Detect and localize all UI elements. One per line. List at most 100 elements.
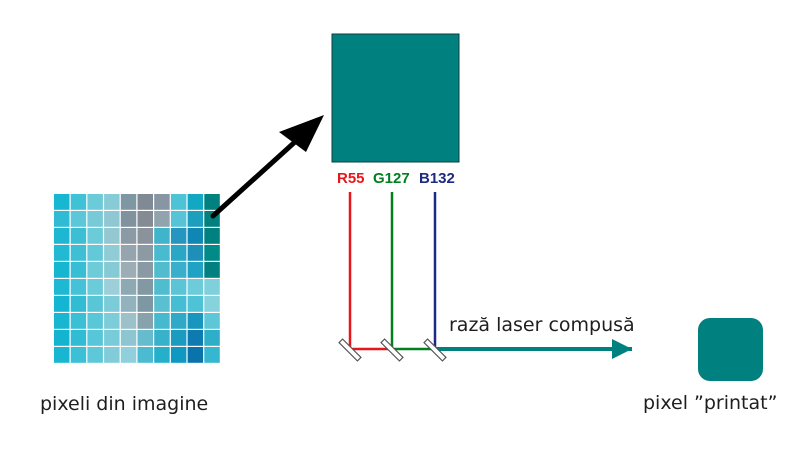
pixel-cell (187, 330, 204, 346)
pixel-cell (104, 211, 120, 227)
pixel-cell (187, 347, 204, 363)
printed-pixel (698, 318, 763, 381)
pixel-cell (54, 228, 70, 244)
pixel-cell (120, 296, 137, 312)
pixel-cell (54, 296, 70, 312)
pixel-cell (204, 194, 220, 210)
pixel-cell (120, 347, 137, 363)
pixel-cell (170, 347, 187, 363)
pixel-cell (120, 245, 137, 261)
pixel-cell (54, 194, 70, 210)
mirrors (338, 338, 447, 362)
pixel-cell (187, 245, 204, 261)
pixel-cell (187, 296, 204, 312)
pixel-cell (70, 347, 87, 363)
pixel-cell (137, 262, 153, 278)
pixel-cell (170, 228, 187, 244)
pixel-cell (104, 245, 120, 261)
output-caption: pixel ”printat” (643, 392, 778, 414)
pixel-cell (87, 211, 103, 227)
pixel-cell (70, 313, 87, 329)
magnify-arrow (210, 115, 324, 219)
pixel-cell (154, 211, 170, 227)
pixel-cell (187, 228, 204, 244)
pixel-cell (120, 228, 137, 244)
pixel-cell (204, 313, 220, 329)
pixel-cell (120, 330, 137, 346)
channel-label-green: G127 (373, 170, 410, 187)
pixel-cell (70, 245, 87, 261)
pixel-cell (170, 262, 187, 278)
pixel-cell (54, 347, 70, 363)
pixel-cell (154, 262, 170, 278)
pixel-cell (204, 347, 220, 363)
pixel-cell (87, 347, 103, 363)
pixel-cell (154, 330, 170, 346)
pixel-cell (70, 262, 87, 278)
pixel-cell (204, 296, 220, 312)
pixel-cell (54, 330, 70, 346)
mirror-green (380, 338, 404, 362)
pixel-cell (120, 313, 137, 329)
pixel-cell (87, 228, 103, 244)
pixel-cell (137, 228, 153, 244)
pixel-cell (137, 279, 153, 295)
pixel-cell (120, 194, 137, 210)
pixel-cell (154, 194, 170, 210)
pixel-cell (87, 279, 103, 295)
pixel-cell (104, 347, 120, 363)
pixel-cell (120, 211, 137, 227)
pixel-cell (54, 211, 70, 227)
pixel-cell (70, 211, 87, 227)
enlarged-pixel (331, 33, 460, 163)
pixel-cell (170, 296, 187, 312)
source-pixel-grid (54, 194, 220, 363)
beam-caption: rază laser compusă (449, 314, 635, 336)
pixel-cell (154, 296, 170, 312)
pixel-cell (137, 313, 153, 329)
channel-label-red: R55 (337, 170, 365, 187)
pixel-cell (154, 245, 170, 261)
pixel-cell (70, 296, 87, 312)
pixel-cell (187, 194, 204, 210)
pixel-cell (104, 194, 120, 210)
pixel-cell (54, 313, 70, 329)
pixel-cell (204, 245, 220, 261)
pixel-cell (104, 279, 120, 295)
pixel-cell (137, 194, 153, 210)
pixel-cell (137, 296, 153, 312)
pixel-cell (187, 313, 204, 329)
pixel-cell (154, 347, 170, 363)
pixel-cell (70, 194, 87, 210)
pixel-cell (104, 296, 120, 312)
pixel-cell (120, 279, 137, 295)
pixel-cell (87, 194, 103, 210)
pixel-cell (154, 313, 170, 329)
pixel-cell (154, 279, 170, 295)
mirror-blue (423, 338, 447, 362)
pixel-cell (137, 330, 153, 346)
mirror-red (338, 338, 362, 362)
pixel-cell (70, 279, 87, 295)
pixel-cell (187, 279, 204, 295)
pixel-cell (170, 279, 187, 295)
pixel-cell (204, 330, 220, 346)
pixel-cell (170, 245, 187, 261)
pixel-cell (54, 245, 70, 261)
pixel-cell (54, 279, 70, 295)
pixel-cell (204, 262, 220, 278)
red-beam (348, 192, 391, 351)
pixel-cell (120, 262, 137, 278)
pixel-cell (104, 330, 120, 346)
pixel-cell (137, 211, 153, 227)
source-caption: pixeli din imagine (40, 393, 209, 415)
channel-label-blue: B132 (419, 170, 455, 187)
pixel-cell (54, 262, 70, 278)
pixel-cell (204, 279, 220, 295)
pixel-cell (70, 228, 87, 244)
pixel-cell (87, 330, 103, 346)
pixel-cell (70, 330, 87, 346)
pixel-cell (87, 245, 103, 261)
pixel-cell (87, 262, 103, 278)
